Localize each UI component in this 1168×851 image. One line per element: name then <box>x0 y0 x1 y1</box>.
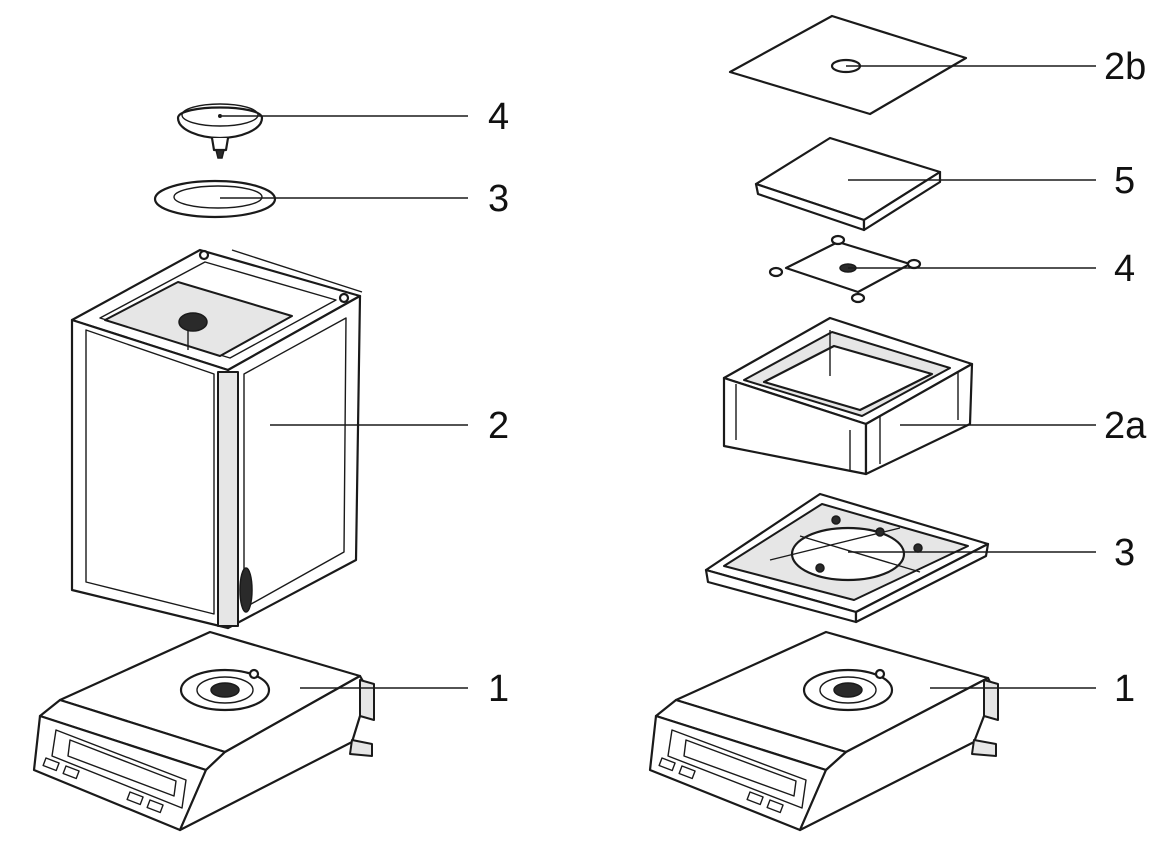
label-right-5: 5 <box>1114 160 1135 202</box>
left-shield-ring <box>153 179 277 219</box>
left-weighing-pan <box>176 103 264 159</box>
left-draft-shield <box>70 248 363 630</box>
label-right-2a: 2a <box>1104 405 1147 447</box>
right-square-pan <box>754 136 942 232</box>
right-draft-ring <box>722 316 974 476</box>
right-assembly: 2b 5 4 2a 3 1 <box>648 14 1147 832</box>
label-right-2b: 2b <box>1104 46 1146 88</box>
right-base-plate <box>704 492 990 624</box>
right-pan-support <box>768 234 922 304</box>
right-cover-plate <box>728 14 968 116</box>
right-balance-base <box>648 630 999 832</box>
label-right-3: 3 <box>1114 532 1135 574</box>
label-right-4: 4 <box>1114 248 1135 290</box>
label-right-1: 1 <box>1114 668 1135 710</box>
label-left-4: 4 <box>488 96 509 138</box>
label-left-1: 1 <box>488 668 509 710</box>
left-balance-base <box>32 630 375 832</box>
label-left-3: 3 <box>488 178 509 220</box>
label-left-2: 2 <box>488 405 509 447</box>
left-assembly: 4 3 2 1 <box>32 96 509 832</box>
